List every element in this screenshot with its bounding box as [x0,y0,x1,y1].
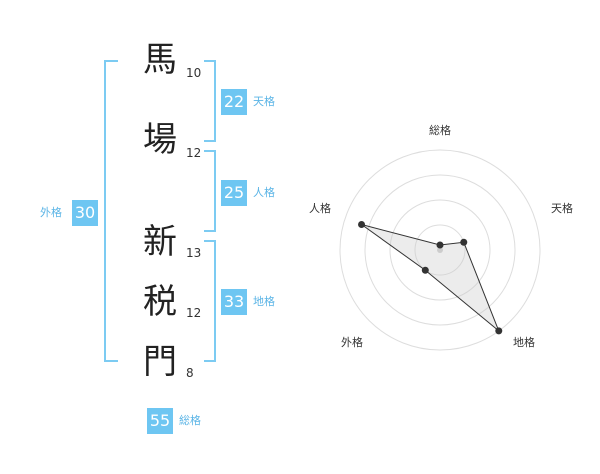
name-char-1: 馬 [143,40,177,80]
name-char-4: 税 [143,282,177,322]
chikaku-label: 地格 [253,295,275,308]
radar-axis-label-1: 総格 [429,123,451,137]
chikaku-value-badge: 33 [221,289,247,315]
gaikaku-bracket [104,60,118,362]
stroke-count-5: 8 [186,366,194,380]
soukaku-value-badge: 55 [147,408,173,434]
radar-ring-3 [364,174,516,326]
gaikaku-label: 外格 [40,206,62,219]
jinkaku-bracket [204,150,216,232]
tenkaku-value-badge: 22 [221,89,247,115]
name-char-5: 門 [143,342,177,382]
stroke-count-1: 10 [186,66,202,80]
radar-axis-label-3: 地格 [513,335,535,349]
radar-axis-label-2: 天格 [551,201,573,215]
radar-point-5 [358,221,366,229]
radar-series-area [361,224,500,332]
jinkaku-label: 人格 [253,186,275,199]
radar-point-1 [436,241,444,249]
stroke-count-2: 12 [186,146,202,160]
radar-axis-label-4: 外格 [341,335,363,349]
radar-axis-label-5: 人格 [309,201,331,215]
tenkaku-bracket [204,60,216,142]
radar-ring-1 [414,224,466,276]
tenkaku-label: 天格 [253,95,275,108]
soukaku-label: 総格 [179,414,201,427]
radar-point-4 [421,266,429,274]
name-char-2: 場 [143,120,177,160]
radar-center-dot [437,247,443,253]
radar-ring-2 [389,199,491,301]
stroke-count-4: 12 [186,306,202,320]
radar-point-2 [460,238,468,246]
radar-ring-4 [339,149,541,351]
gaikaku-value-badge: 30 [72,200,98,226]
radar-point-3 [495,327,503,335]
stroke-count-3: 13 [186,246,202,260]
chikaku-bracket [204,240,216,362]
name-char-3: 新 [143,222,177,262]
jinkaku-value-badge: 25 [221,180,247,206]
